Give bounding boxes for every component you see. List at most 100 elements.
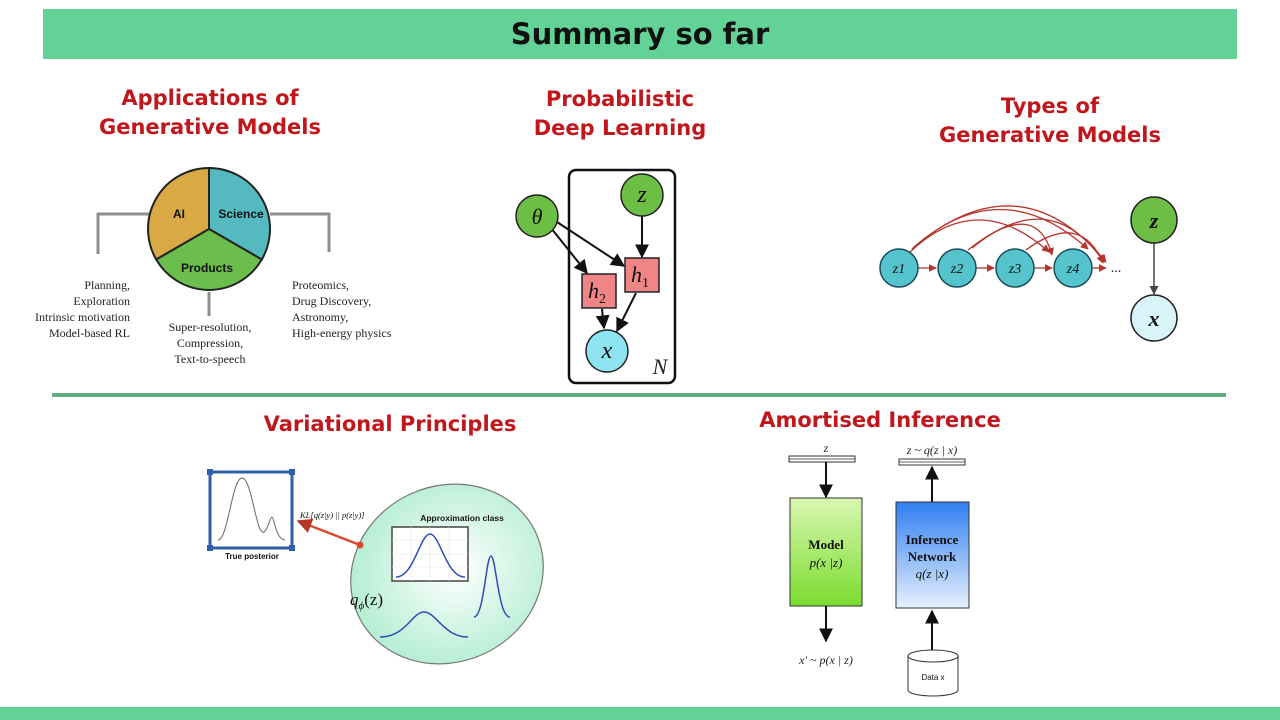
right-list-item: High-energy physics [292,326,392,340]
inset-curve [395,533,466,578]
probabilistic-heading-line1: Probabilistic [545,87,695,111]
variational-diagram: True posterior KL[q(z|y) || p(z|y)] Appr… [207,469,544,665]
bottom-list-item: Text-to-speech [174,352,245,366]
node-h2-label: h2 [588,278,606,307]
right-list-item: Astronomy, [292,310,348,324]
chain-node-z1-label: z1 [892,262,905,277]
box-corner [207,545,213,551]
node-h1-letter: h [631,262,642,287]
box-corner [289,469,295,475]
model-box [789,497,863,607]
node-h2-letter: h [588,278,599,303]
pie-slice-ai [147,166,210,261]
chain-node-z4 [1053,248,1093,288]
chain-arc [909,219,1050,253]
x-prime-label: x' ~ p(x | z) [798,653,853,667]
data-label: Data x [921,673,944,682]
probabilistic-heading-line2: Deep Learning [533,116,707,140]
left-list: Planning, Exploration Intrinsic motivati… [35,278,130,340]
footer-bar [0,707,1280,720]
gaussian-narrow [473,555,511,618]
node-h1-sub: 1 [642,276,649,291]
kl-arrow-origin [356,541,364,549]
left-list-item: Model-based RL [49,326,130,340]
probabilistic-diagram: N θ z h1 h2 x [515,168,677,385]
connector-right [270,212,331,252]
inference-distribution: q(z |x) [916,566,949,581]
amortised-heading: Amortised Inference [720,406,1040,435]
node-theta [515,194,559,238]
amortised-heading-text: Amortised Inference [759,408,1001,432]
observed-node-label: x [1148,306,1160,331]
inference-title-line1: Inference [906,532,959,547]
model-distribution: p(x |z) [809,555,843,570]
left-list-item: Exploration [73,294,130,308]
chain-node-z3 [995,248,1035,288]
node-h2-sub: 2 [599,292,606,307]
latent-node-label: z [1149,208,1159,233]
true-posterior-label: True posterior [225,552,279,561]
node-z [620,173,664,217]
inference-box [895,501,970,609]
data-cylinder-top [907,649,959,663]
inference-title-line2: Network [908,549,957,564]
section-divider [52,393,1226,397]
gaussian-wide [379,611,469,638]
edge-h1-x [616,292,637,333]
connector-left [96,212,150,254]
model-title: Model [808,537,844,552]
pie-label-science: Science [218,207,264,221]
plate [567,168,677,385]
pie-slice-science [208,166,271,261]
inset-grid [392,527,468,581]
types-heading-line2: Generative Models [939,123,1161,147]
kl-arrow [296,518,361,547]
node-h1 [624,257,660,293]
left-list-item: Planning, [84,278,130,292]
plate-label: N [652,354,669,379]
title-banner: Summary so far [43,9,1237,59]
observed-node [1130,294,1178,342]
chain-node-z2 [937,248,977,288]
node-x-label: x [601,338,613,364]
approximation-class-label: Approximation class [420,513,504,523]
variational-heading-text: Variational Principles [263,412,517,436]
applications-heading-line1: Applications of [121,86,299,110]
latent-node [1130,196,1178,244]
model-z-label: z [823,441,829,455]
q-phi-label: qϕ(z) [350,590,383,612]
right-list-item: Proteomics, [292,278,349,292]
node-h1-label: h1 [631,262,649,291]
variational-heading: Variational Principles [220,410,560,439]
probabilistic-heading: Probabilistic Deep Learning [480,85,760,143]
bottom-list: Super-resolution, Compression, Text-to-s… [169,320,252,366]
applications-heading-line2: Generative Models [99,115,321,139]
amortised-diagram: z Model p(x |z) x' ~ p(x | z) z ~ q(z | … [788,441,970,697]
q-subscript: ϕ [359,600,365,612]
pie-slice-products [154,227,264,291]
chain-node-z3-label: z3 [1008,262,1021,277]
chain-arc [1025,232,1104,264]
pie-label-products: Products [181,261,233,275]
bottom-list-item: Super-resolution, [169,320,252,334]
z-sample-label: z ~ q(z | x) [906,443,957,457]
applications-diagram: AI Science Products Planning, Exploratio… [35,166,392,366]
chain-node-z1 [879,248,919,288]
chain-node-z4-label: z4 [1066,262,1079,277]
data-cylinder [907,656,959,697]
types-heading-line1: Types of [1000,94,1100,118]
true-posterior-curve [217,477,286,541]
node-theta-label: θ [532,204,543,229]
left-list-item: Intrinsic motivation [35,310,130,324]
box-corner [207,469,213,475]
right-list-item: Drug Discovery, [292,294,371,308]
q-letter: q [350,590,359,609]
bottom-list-item: Compression, [177,336,243,350]
edge-theta-h2 [550,227,588,275]
chain-ellipsis: ... [1111,261,1122,276]
pie-label-ai: AI [173,207,185,221]
page-title: Summary so far [510,17,770,51]
node-x [585,329,629,373]
chain-node-z2-label: z2 [950,262,963,277]
